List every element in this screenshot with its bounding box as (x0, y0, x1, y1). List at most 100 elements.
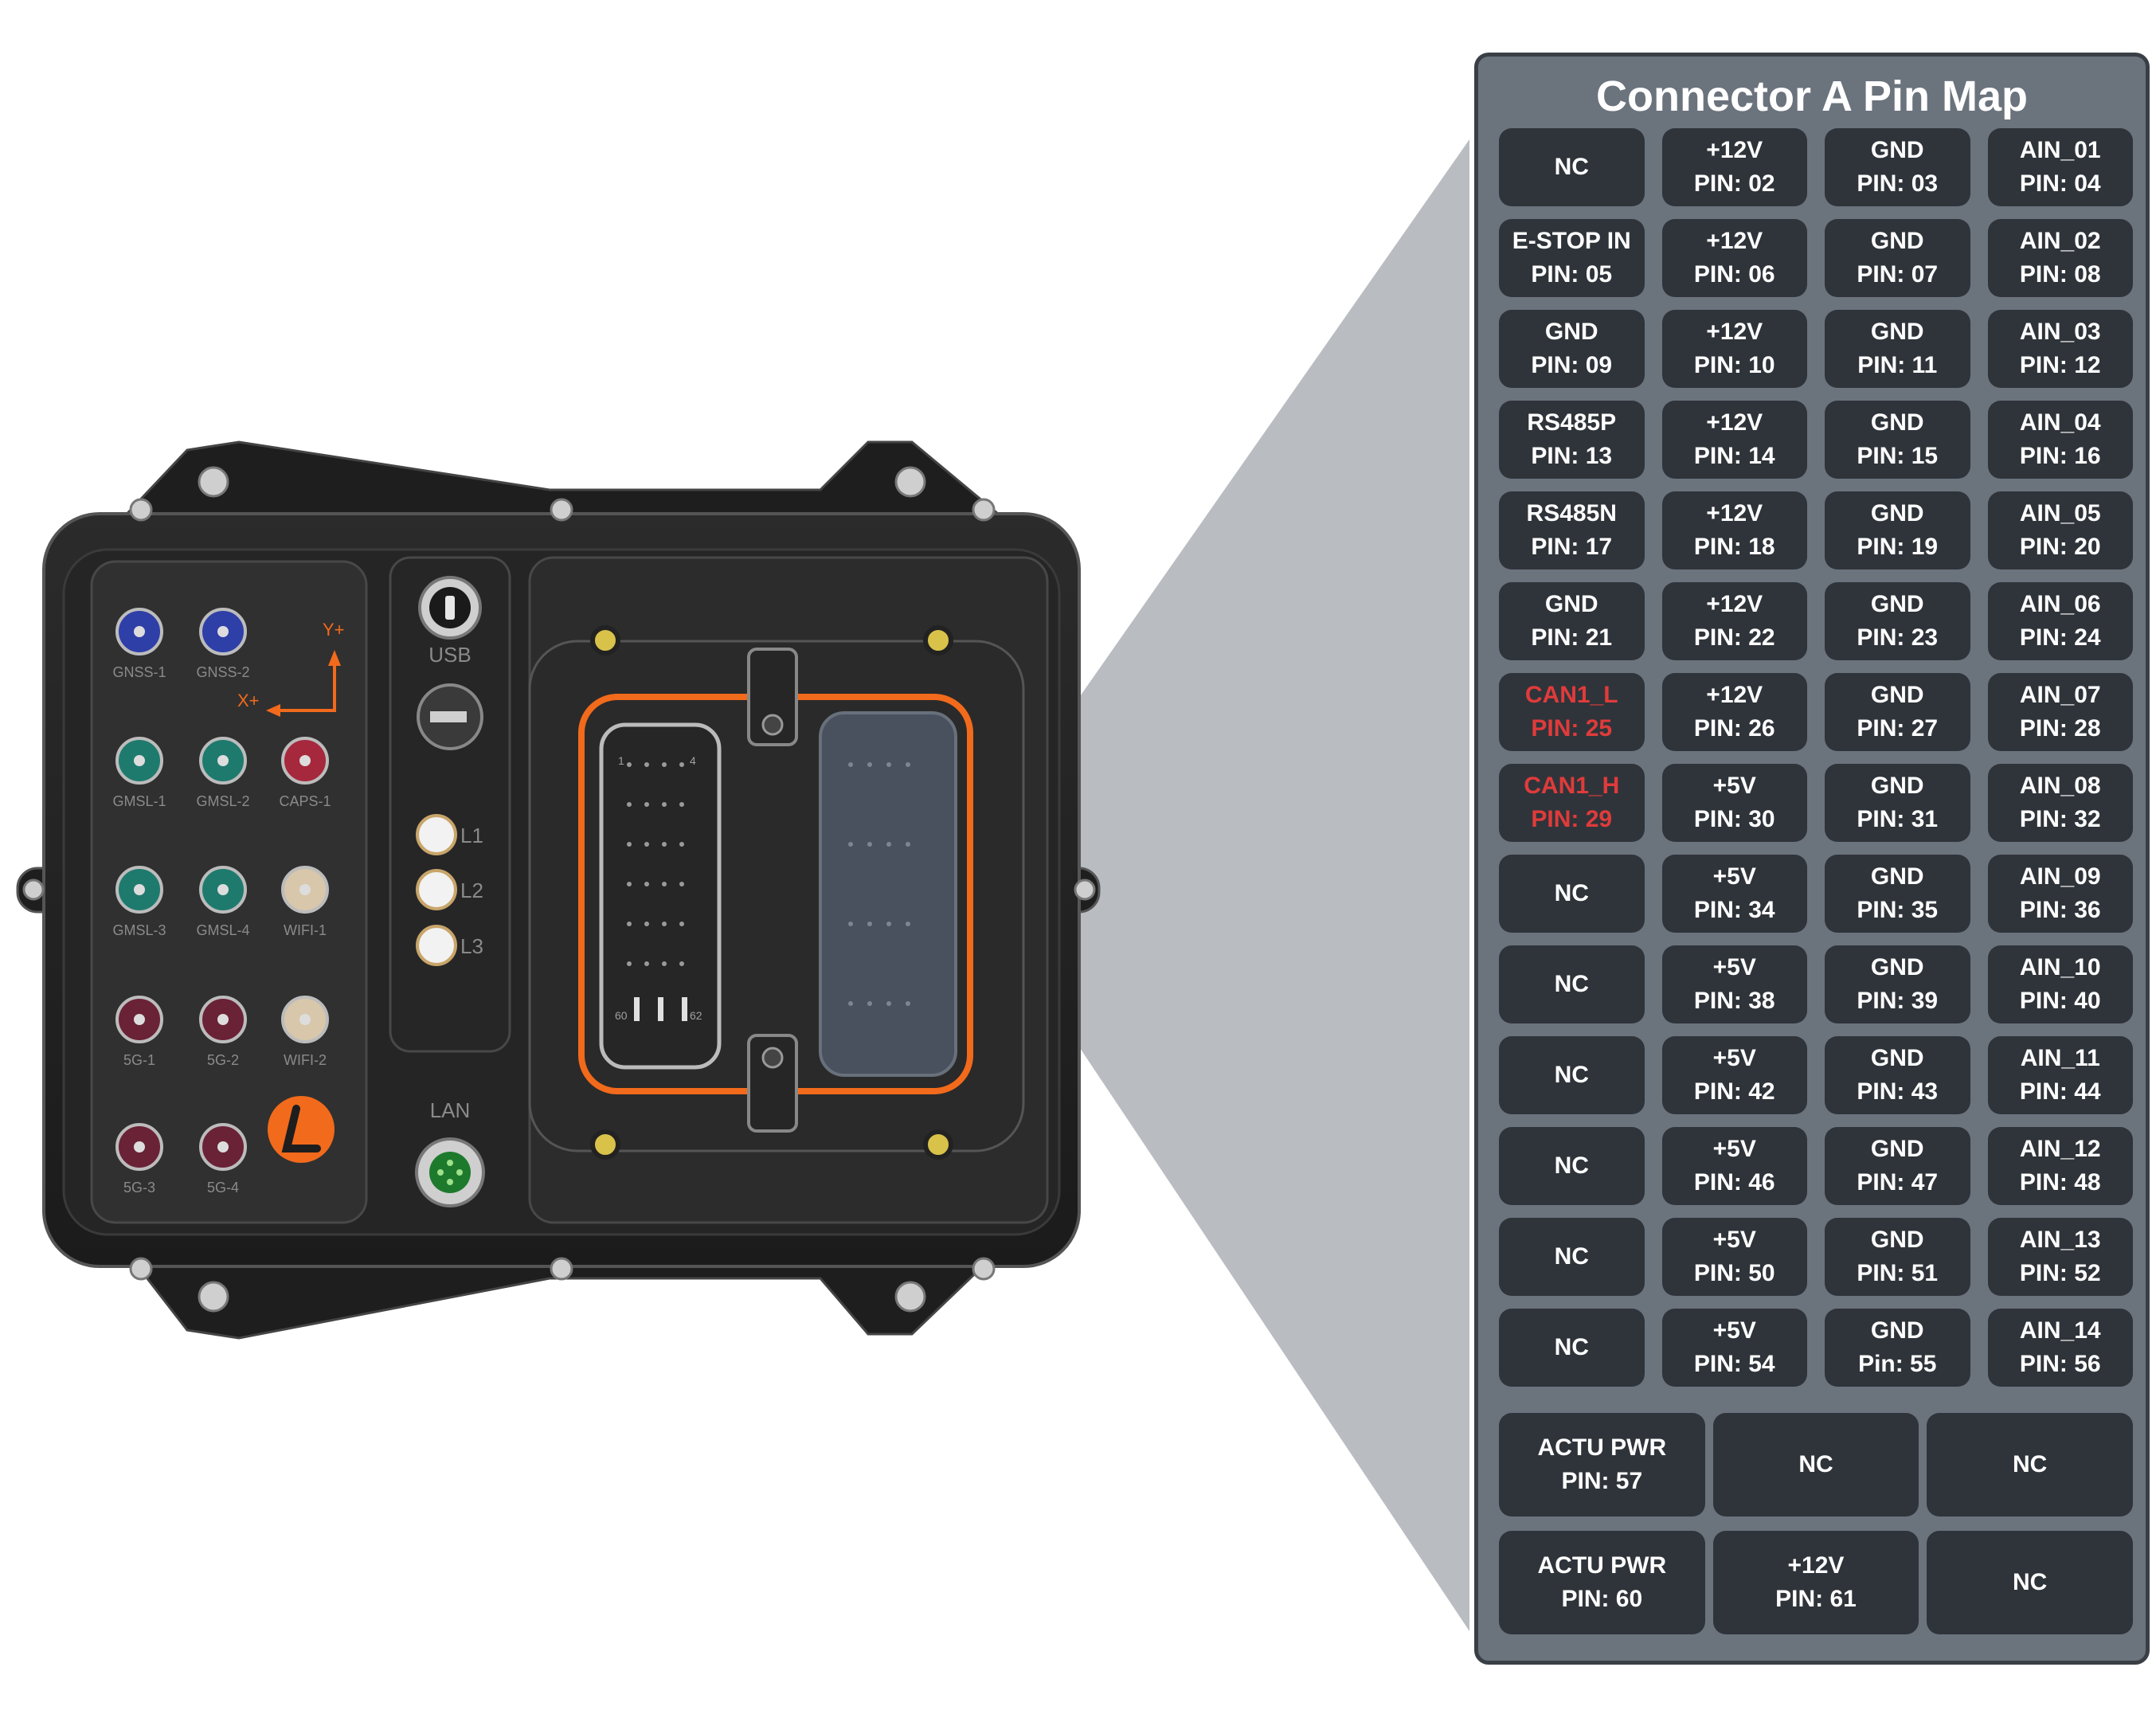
pin-number: PIN: 47 (1857, 1169, 1939, 1196)
pin-signal-name: +5V (1712, 773, 1756, 799)
axis-y-label: Y+ (323, 620, 345, 640)
pin-signal-name: AIN_11 (2020, 1045, 2100, 1071)
zoom-callout (960, 139, 1469, 1631)
pin-number: PIN: 51 (1857, 1260, 1939, 1286)
pin-signal-name: AIN_01 (2019, 137, 2101, 163)
pin-signal-name: +5V (1712, 1317, 1756, 1344)
axis-x-label: X+ (237, 691, 260, 710)
pin-signal-name: GND (1870, 954, 1924, 980)
pin-signal-name: NC (1554, 880, 1589, 906)
pin-number: PIN: 50 (1693, 1260, 1775, 1286)
pin-number: PIN: 34 (1693, 897, 1775, 923)
pin-cell: NC (1499, 1127, 1645, 1205)
pin-signal-name: GND (1870, 228, 1924, 254)
pin-number: PIN: 10 (1693, 352, 1775, 378)
plate-screw-icon (590, 1129, 620, 1160)
brand-logo-icon (268, 1096, 335, 1163)
mounting-flange-top (116, 440, 1011, 523)
pin-number: PIN: 20 (2019, 534, 2101, 560)
wifi2-label: WIFI-2 (284, 1052, 327, 1068)
pin-number: PIN: 42 (1693, 1078, 1775, 1105)
pin-signal-name: GND (1870, 1227, 1924, 1253)
pin-number: PIN: 54 (1693, 1351, 1775, 1377)
pin-signal-name: RS485P (1527, 409, 1617, 436)
pin-number: Pin: 55 (1858, 1351, 1937, 1377)
screw-icon (894, 466, 926, 498)
pin-signal-name: E-STOP IN (1512, 228, 1631, 254)
pin-number: PIN: 29 (1531, 806, 1613, 832)
pin-signal-name: GND (1870, 1317, 1924, 1344)
pin-signal-name: CAN1_H (1524, 773, 1620, 799)
pin-signal-name: NC (1554, 1153, 1589, 1179)
screw-icon (22, 879, 45, 901)
pin-number: PIN: 56 (2019, 1351, 2101, 1377)
connector-a-icon (599, 722, 722, 1070)
pin-number: PIN: 12 (2019, 352, 2101, 378)
pin-signal-name: GND (1544, 591, 1598, 617)
pin-cell: NC (1927, 1413, 2133, 1516)
gmsl4-label: GMSL-4 (196, 922, 249, 938)
connector-pin-mark-1: 1 (618, 754, 624, 767)
pin-number: PIN: 61 (1775, 1586, 1857, 1612)
pin-number: PIN: 32 (2019, 806, 2101, 832)
pin-signal-name: NC (1798, 1451, 1833, 1477)
pin-signal-name: GND (1870, 319, 1924, 345)
pin-number: PIN: 30 (1693, 806, 1775, 832)
pin-number: PIN: 31 (1857, 806, 1939, 832)
pin-signal-name: AIN_07 (2019, 682, 2101, 708)
pin-number: PIN: 15 (1857, 443, 1939, 469)
latch-clip-top (747, 648, 798, 746)
screw-icon (894, 1281, 926, 1313)
screw-icon (550, 498, 573, 522)
pin-signal-name: AIN_08 (2019, 773, 2101, 799)
pin-signal-name: +12V (1706, 500, 1763, 526)
pin-signal-name: GND (1870, 591, 1924, 617)
usb-label: USB (428, 643, 471, 667)
pin-signal-name: CAN1_L (1524, 682, 1618, 708)
pin-signal-name: +12V (1706, 591, 1763, 617)
pin-signal-name: AIN_12 (2019, 1136, 2101, 1162)
pin-signal-name: +5V (1712, 1136, 1756, 1162)
pin-number: PIN: 48 (2019, 1169, 2101, 1196)
pin-number: PIN: 60 (1561, 1586, 1643, 1612)
pin-cell: NC (1927, 1531, 2133, 1634)
led-l3-icon (416, 925, 457, 966)
status-leds (416, 814, 457, 966)
pin-signal-name: AIN_02 (2019, 228, 2101, 254)
pin-signal-name: +12V (1706, 228, 1763, 254)
pin-number: PIN: 09 (1531, 352, 1613, 378)
pin-cell: GND Pin: 55 (1825, 1309, 1970, 1387)
connector-b-icon (819, 711, 957, 1077)
pin-number: PIN: 26 (1693, 715, 1775, 742)
led-l2-icon (416, 869, 457, 910)
pin-number: PIN: 52 (2019, 1260, 2101, 1286)
connector-pin-mark-62: 62 (690, 1009, 702, 1022)
pin-number: PIN: 11 (1857, 352, 1938, 378)
pin-cell: CAN1_H PIN: 29 (1499, 764, 1645, 842)
pin-number: PIN: 36 (2019, 897, 2101, 923)
pin-number: PIN: 19 (1857, 534, 1939, 560)
pin-signal-name: GND (1544, 319, 1598, 345)
pin-number: PIN: 22 (1693, 624, 1775, 651)
caps1-label: CAPS-1 (279, 793, 331, 809)
